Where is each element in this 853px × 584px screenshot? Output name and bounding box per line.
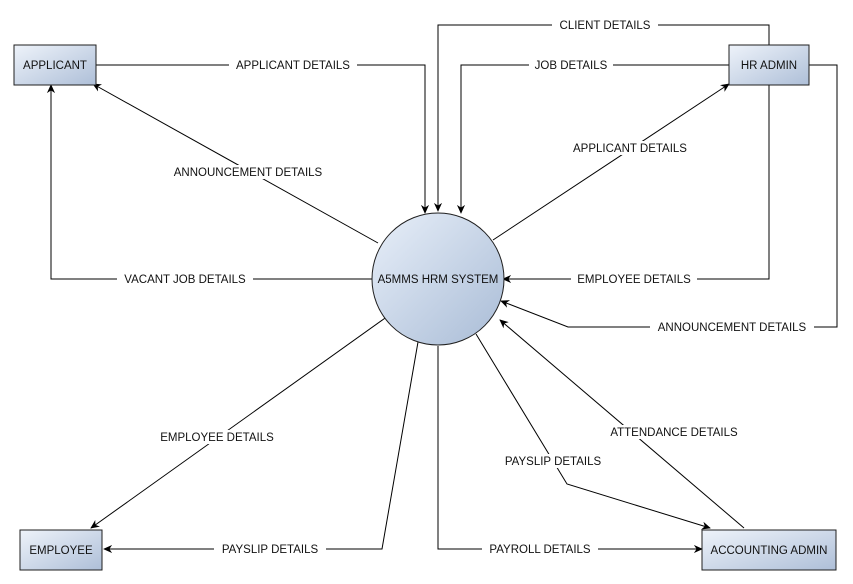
svg-text:EMPLOYEE DETAILS: EMPLOYEE DETAILS (577, 274, 691, 286)
flow-payslip-details-to-employee (103, 341, 419, 554)
entity-applicant-label: APPLICANT (23, 60, 87, 72)
flow-applicant-details-to-system (96, 64, 430, 214)
flow-employee-details-to-employee (90, 315, 389, 529)
entity-hr-admin-label: HR ADMIN (741, 60, 797, 72)
entity-employee[interactable]: EMPLOYEE (19, 529, 103, 571)
svg-text:APPLICANT DETAILS: APPLICANT DETAILS (573, 143, 687, 155)
flow-label-announcement-details-to-system: ANNOUNCEMENT DETAILS (650, 320, 814, 334)
svg-text:EMPLOYEE DETAILS: EMPLOYEE DETAILS (160, 432, 274, 444)
svg-text:APPLICANT DETAILS: APPLICANT DETAILS (236, 60, 350, 72)
system-process-label: A5MMS HRM SYSTEM (378, 274, 499, 286)
flow-payroll-details (437, 346, 703, 554)
entity-applicant[interactable]: APPLICANT (13, 44, 97, 86)
svg-text:ATTENDANCE DETAILS: ATTENDANCE DETAILS (610, 427, 738, 439)
svg-text:ANNOUNCEMENT DETAILS: ANNOUNCEMENT DETAILS (174, 167, 323, 179)
flow-announcement-details-to-applicant (92, 83, 379, 244)
svg-text:ANNOUNCEMENT DETAILS: ANNOUNCEMENT DETAILS (658, 322, 807, 334)
svg-text:JOB DETAILS: JOB DETAILS (535, 60, 608, 72)
flow-applicant-details-to-hr (492, 83, 730, 241)
flow-job-details (456, 64, 729, 214)
entity-accounting-admin[interactable]: ACCOUNTING ADMIN (701, 529, 837, 571)
flow-employee-details-to-system (502, 85, 770, 284)
entity-hr-admin[interactable]: HR ADMIN (728, 44, 810, 86)
entity-employee-label: EMPLOYEE (29, 545, 93, 557)
system-process-node[interactable]: A5MMS HRM SYSTEM (371, 212, 505, 346)
flow-label-job-details: JOB DETAILS (529, 58, 613, 72)
flow-label-vacant-job-details: VACANT JOB DETAILS (117, 272, 253, 286)
flow-label-employee-details-to-system: EMPLOYEE DETAILS (571, 272, 697, 286)
flow-label-employee-details-to-employee: EMPLOYEE DETAILS (154, 430, 280, 444)
flow-payslip-details-to-accounting (475, 333, 711, 530)
svg-text:PAYSLIP DETAILS: PAYSLIP DETAILS (222, 544, 319, 556)
svg-text:CLIENT DETAILS: CLIENT DETAILS (560, 20, 651, 32)
flow-label-applicant-details-to-system: APPLICANT DETAILS (229, 58, 357, 72)
entity-accounting-admin-label: ACCOUNTING ADMIN (711, 545, 828, 557)
svg-text:PAYSLIP DETAILS: PAYSLIP DETAILS (505, 456, 602, 468)
flow-attendance-details (499, 319, 745, 529)
flow-vacant-job-details (46, 84, 374, 280)
flow-label-payslip-details-to-employee: PAYSLIP DETAILS (214, 542, 326, 556)
flow-client-details (433, 24, 770, 212)
flow-announcement-details-to-system (500, 64, 838, 328)
flow-label-payroll-details: PAYROLL DETAILS (482, 542, 598, 556)
svg-text:VACANT JOB DETAILS: VACANT JOB DETAILS (124, 274, 246, 286)
svg-text:PAYROLL DETAILS: PAYROLL DETAILS (489, 544, 591, 556)
flow-label-client-details: CLIENT DETAILS (552, 18, 658, 32)
flow-label-payslip-details-to-accounting: PAYSLIP DETAILS (497, 454, 609, 468)
flow-label-applicant-details-to-hr: APPLICANT DETAILS (566, 141, 694, 155)
flow-label-announcement-details-to-applicant: ANNOUNCEMENT DETAILS (166, 165, 330, 179)
flow-label-attendance-details: ATTENDANCE DETAILS (603, 425, 745, 439)
